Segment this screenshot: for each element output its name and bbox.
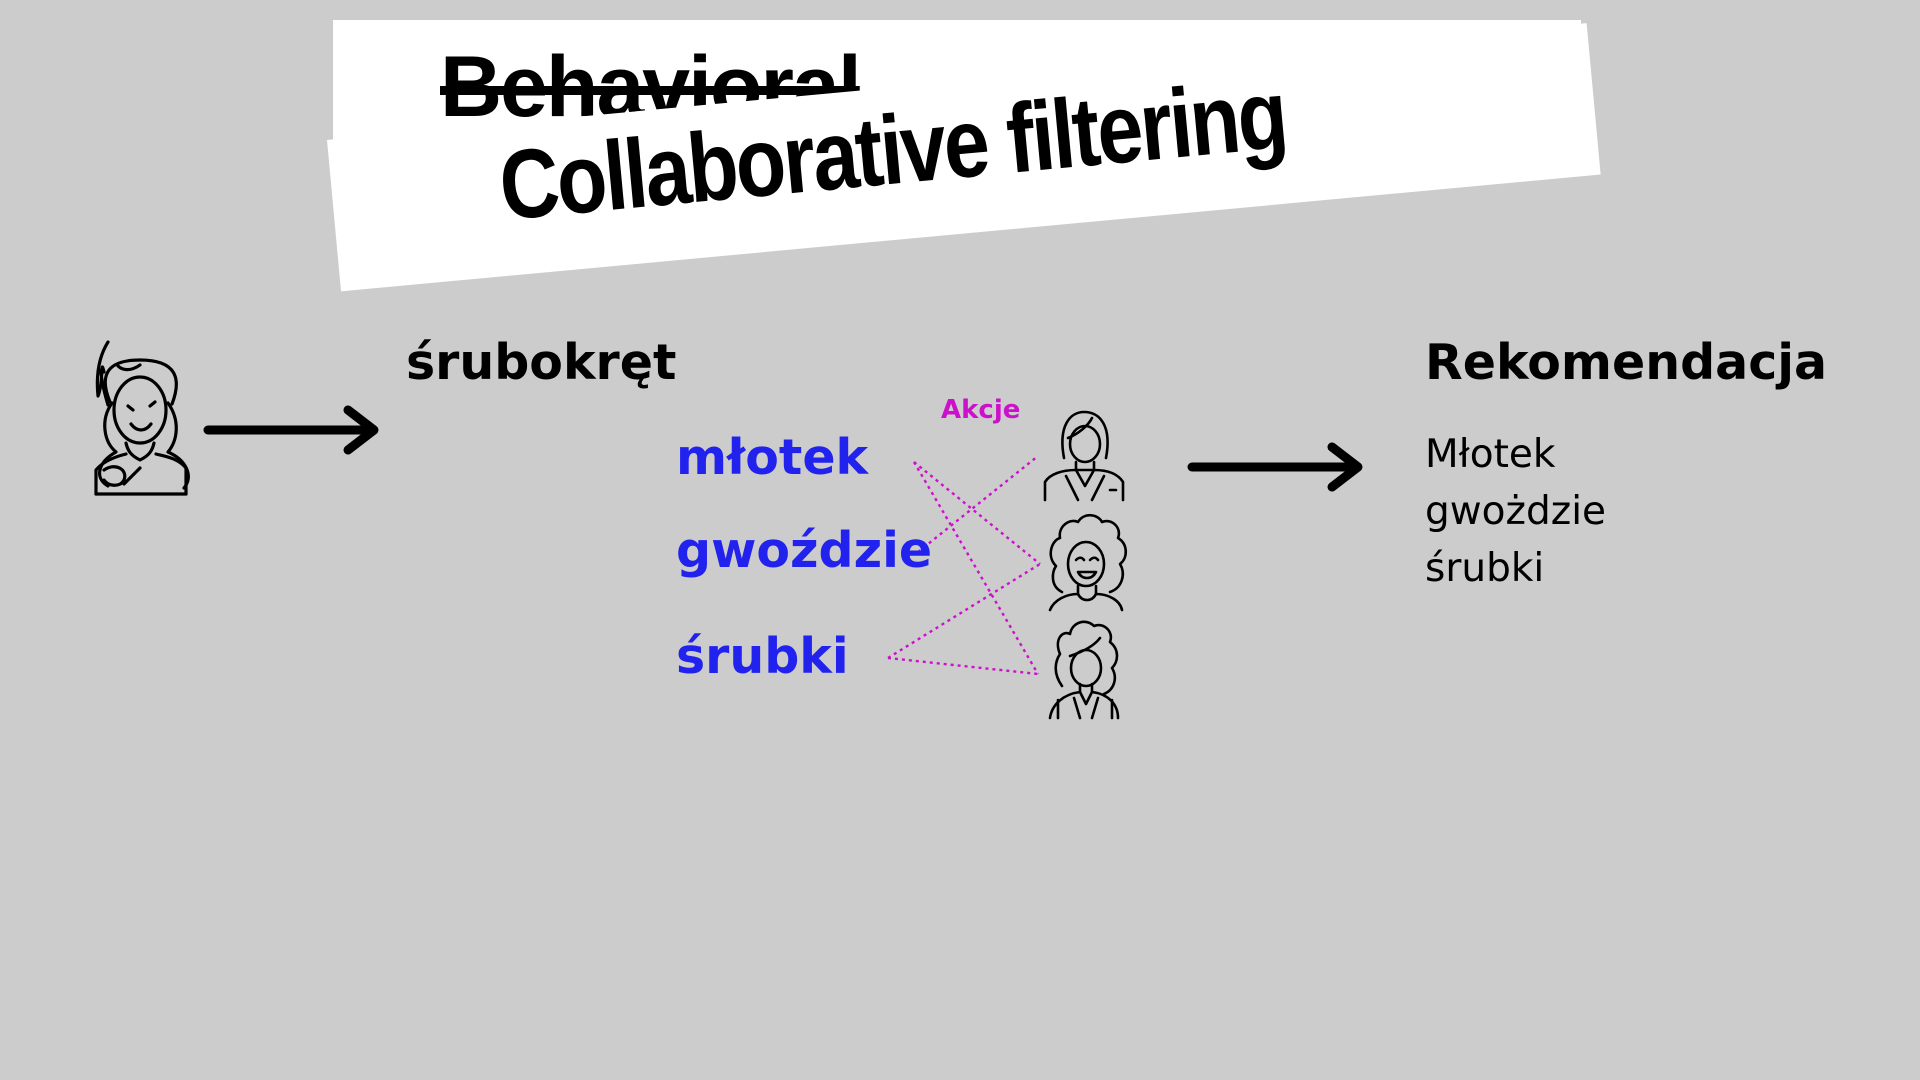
item-screws: śrubki	[676, 628, 849, 685]
arrow-right-icon	[1187, 442, 1363, 492]
recommendation-item: śrubki	[1425, 546, 1545, 591]
woman-icon	[94, 340, 190, 496]
item-hammer: młotek	[676, 429, 869, 486]
arrow-right-icon	[203, 405, 379, 455]
recommendation-item: gwożdzie	[1425, 489, 1607, 534]
item-nails: gwoździe	[676, 522, 933, 579]
recommendation-list: Młotek gwożdzie śrubki	[1425, 426, 1606, 597]
action-lines	[887, 455, 1041, 676]
woman-wavy-icon	[1048, 620, 1120, 720]
woman-curly-icon	[1048, 513, 1128, 612]
recommendation-item: Młotek	[1425, 432, 1556, 477]
query-item: śrubokręt	[406, 334, 677, 391]
recommendation-title: Rekomendacja	[1425, 334, 1828, 391]
actions-label: Akcje	[941, 395, 1021, 425]
woman-suit-icon	[1043, 410, 1125, 502]
